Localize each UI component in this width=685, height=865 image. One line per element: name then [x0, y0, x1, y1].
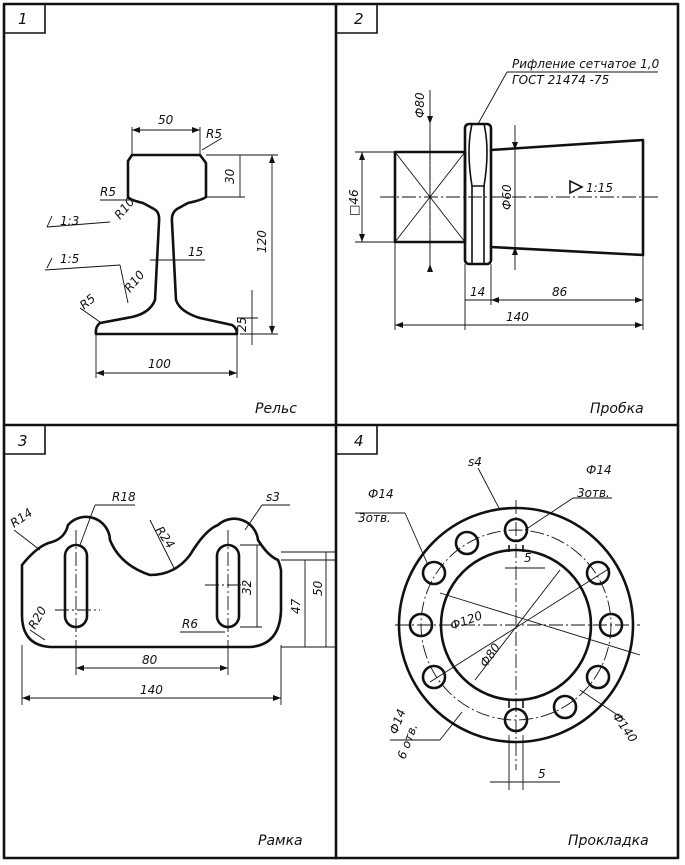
- dim-r-top-arc: R18: [112, 490, 136, 504]
- dim-r-base: R5: [77, 291, 98, 312]
- dim-slope-1: 1:3: [60, 214, 79, 228]
- dim-base-height: 25: [235, 317, 249, 332]
- dim-thickness: s3: [266, 490, 280, 504]
- panel-2-number: 2: [354, 10, 364, 28]
- panel-1-number: 1: [18, 10, 28, 28]
- dim-r-slot: R6: [182, 617, 198, 631]
- dim-web: 15: [188, 245, 203, 259]
- plug-view: [380, 122, 660, 266]
- dim-r-top: R5: [206, 127, 222, 141]
- panel-4-number: 4: [354, 432, 364, 450]
- dim-r-left: R5: [100, 185, 116, 199]
- frame-view: [20, 515, 283, 649]
- dim-slot-top: 5: [524, 551, 532, 565]
- gasket-view: [395, 500, 640, 770]
- dim-outer-diameter: Ф140: [610, 710, 641, 746]
- dim-slot-length: 32: [240, 580, 254, 595]
- dim-slope-2: 1:5: [60, 252, 79, 266]
- panel-1-title: Рельс: [255, 401, 297, 417]
- dim-thickness: s4: [468, 455, 482, 469]
- dim-knurl-diameter: Ф80: [413, 92, 427, 118]
- dim-inner-diameter: Ф80: [477, 640, 503, 669]
- frame-labels: R14 R18 s3 R24 R20 32 R6 47 50 80 140: [8, 490, 325, 697]
- frame-dimensions: [13, 504, 335, 705]
- dim-holes-b-count: 3отв.: [577, 486, 610, 500]
- dim-holes-a-count: 3отв.: [358, 511, 391, 525]
- dim-total-width: 140: [140, 683, 163, 697]
- dim-cone-length: 86: [552, 285, 568, 299]
- gasket-dimensions: [355, 467, 641, 790]
- dim-r-middle: R24: [153, 524, 178, 551]
- dim-head-height: 30: [223, 168, 237, 184]
- rail-dimensions: [44, 127, 278, 378]
- dim-outer-height: 50: [311, 580, 325, 596]
- rail-section: [94, 153, 239, 336]
- dim-cone-diameter: Ф60: [500, 184, 514, 210]
- panel-3-number: 3: [18, 432, 28, 450]
- dim-r-bottom: R20: [25, 604, 49, 632]
- dim-height: 120: [255, 230, 269, 253]
- dim-holes-a: Ф14: [368, 487, 394, 501]
- plug-dimensions: [355, 71, 658, 330]
- dim-bolt-circle: Ф120: [448, 608, 484, 633]
- dim-holes-b: Ф14: [586, 463, 612, 477]
- panel-2-title: Пробка: [590, 401, 644, 417]
- dim-r-corner: R14: [8, 505, 35, 530]
- plug-note-line-2: ГОСТ 21474 -75: [512, 73, 609, 87]
- dim-knurl-width: 14: [470, 285, 485, 299]
- dim-slot-bottom: 5: [538, 767, 546, 781]
- panel-number-tabs: 1 2 3 4: [4, 4, 378, 455]
- plug-labels: Рифление сетчатое 1,0 ГОСТ 21474 -75 Ф80…: [347, 57, 660, 324]
- dim-square: □46: [347, 189, 361, 216]
- dim-top-width: 50: [158, 113, 174, 127]
- dim-total-length: 140: [506, 310, 529, 324]
- dim-inner-height: 47: [289, 598, 303, 614]
- panel-3-title: Рамка: [258, 833, 303, 849]
- panel-4-title: Прокладка: [568, 833, 649, 849]
- dim-base-width: 100: [148, 357, 171, 371]
- dim-taper: 1:15: [586, 181, 613, 195]
- dim-center-distance: 80: [142, 653, 158, 667]
- plug-note-line-1: Рифление сетчатое 1,0: [512, 57, 660, 71]
